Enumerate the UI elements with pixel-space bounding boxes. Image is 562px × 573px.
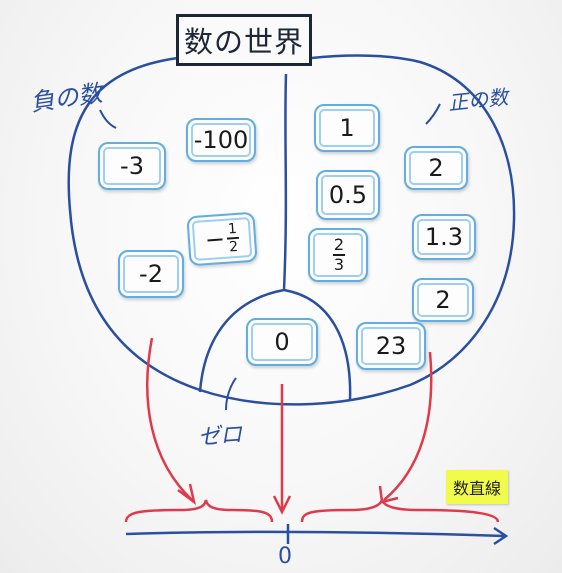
negative-arrow <box>146 337 193 501</box>
fraction-card: − 1 2 <box>186 211 258 267</box>
number-line-sticky-note: 数直線 <box>446 470 508 504</box>
fraction-numerator: 1 <box>227 220 238 238</box>
number-card: 2 <box>412 278 474 322</box>
negative-arrow-head <box>177 483 196 506</box>
fraction: 1 2 <box>226 220 240 256</box>
positive-label-pointer <box>425 103 441 125</box>
fraction-bar <box>333 254 345 256</box>
number-card: -3 <box>98 142 166 190</box>
zero-card: 0 <box>246 318 318 366</box>
origin-label: 0 <box>278 544 292 569</box>
number-card: 1 <box>314 104 380 152</box>
fraction-denominator: 2 <box>228 238 239 256</box>
page-title: 数の世界 <box>176 14 312 66</box>
divider-line <box>282 73 288 291</box>
number-line-arrowhead <box>493 526 509 546</box>
number-card: 1.3 <box>412 214 476 260</box>
negative-label-pointer <box>99 109 117 129</box>
positive-arrow <box>383 351 433 501</box>
fraction-denominator: 3 <box>333 255 345 274</box>
zero-label-pointer <box>225 377 237 411</box>
number-card: 0.5 <box>316 170 380 220</box>
number-card: -100 <box>186 118 256 162</box>
fraction-numerator: 2 <box>333 235 345 254</box>
fraction-card: 2 3 <box>308 228 368 282</box>
fraction-sign: − <box>204 224 227 255</box>
zero-arrow-head <box>272 495 292 515</box>
number-line <box>125 530 505 538</box>
fraction: 2 3 <box>333 237 345 273</box>
zero-label: ゼロ <box>197 422 244 451</box>
number-card: -2 <box>118 250 184 298</box>
negative-brace <box>124 499 274 523</box>
number-card: 23 <box>356 322 426 370</box>
zero-region-outline <box>198 288 352 401</box>
number-card: 2 <box>404 146 468 190</box>
positive-brace <box>300 496 500 523</box>
number-world-outline <box>67 54 516 406</box>
